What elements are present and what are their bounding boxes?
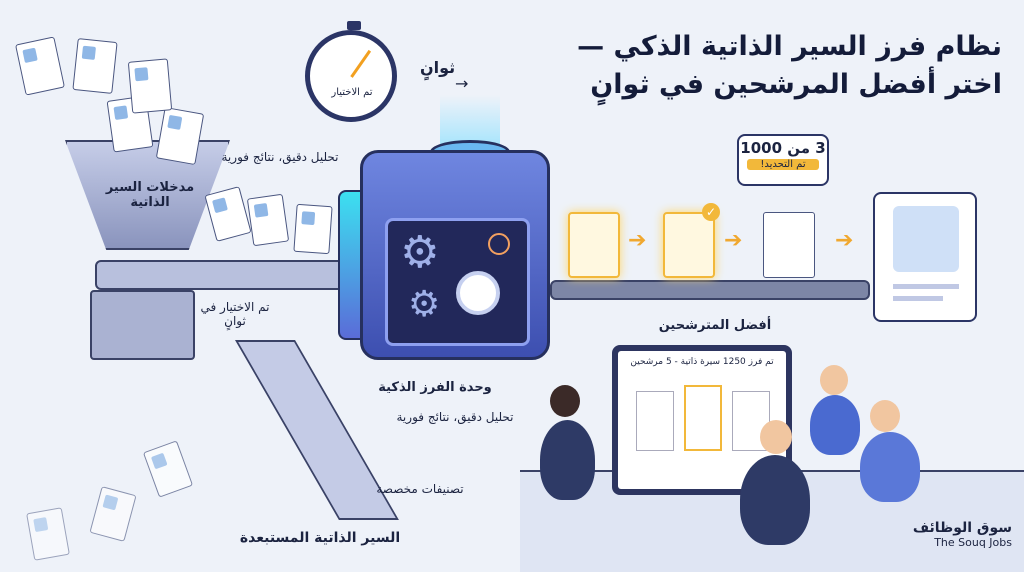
arrow-icon: ➔	[835, 228, 854, 253]
analysis-top-label: تحليل دقيق، نتائج فورية	[221, 150, 339, 164]
person	[740, 455, 810, 545]
person	[810, 395, 860, 455]
base	[90, 290, 195, 360]
gear-icon: ⚙	[400, 227, 440, 278]
person	[760, 420, 792, 454]
seconds-label: ثوانٍ	[420, 58, 456, 77]
candidate-card	[663, 212, 715, 278]
check-icon: ✓	[702, 203, 720, 221]
output-conveyor	[550, 280, 870, 300]
magnifier-icon	[456, 271, 500, 315]
callout-count: 3 من 1000	[740, 139, 826, 157]
avatar	[893, 206, 959, 272]
stopwatch-label: تم الاختيار	[331, 87, 373, 98]
brand-arabic: سوق الوظائف	[912, 520, 1012, 536]
person	[870, 400, 900, 432]
brand-logo: سوق الوظائف The Souq Jobs	[913, 520, 1012, 549]
selection-callout: 3 من 1000 تم التحديد!	[737, 134, 829, 186]
person	[860, 432, 920, 502]
title-line-1: نظام فرز السير الذاتية الذكي —	[577, 31, 1002, 62]
person	[820, 365, 848, 395]
title-line-2: اختر أفضل المرشحين في ثوانٍ	[590, 69, 1002, 100]
best-candidates-label: أفضل المترشحين	[658, 318, 772, 333]
unit-label: وحدة الفرز الذكية	[378, 380, 492, 395]
cv-document	[204, 186, 252, 242]
selected-candidate-profile	[873, 192, 977, 322]
cv-document	[127, 58, 173, 114]
rejected-cv	[89, 486, 137, 542]
person	[540, 420, 595, 500]
gear-icon: ⚙	[408, 284, 441, 325]
candidate-card	[568, 212, 620, 278]
stopwatch-icon: تم الاختيار	[305, 21, 397, 122]
monitor-text: تم فرز 1250 سيرة ذاتية - 5 مرشحين	[630, 357, 774, 367]
selected-in-seconds-label: تم الاختيار في ثوانٍ	[200, 300, 270, 328]
arrow-icon: ➔	[628, 228, 647, 253]
cv-document	[72, 38, 118, 94]
machine-screen: ⚙ ⚙	[385, 218, 530, 346]
candidate-card	[763, 212, 815, 278]
analysis-bottom-label: تحليل دقيق، نتائج فورية	[396, 410, 514, 424]
page-title: نظام فرز السير الذاتية الذكي — اختر أفضل…	[577, 28, 1002, 104]
cv-document	[246, 193, 290, 247]
rejected-cv	[142, 440, 194, 498]
brand-english: The Souq Jobs	[934, 536, 1012, 549]
cv-document	[15, 36, 65, 96]
callout-status: تم التحديد!	[747, 159, 819, 170]
input-conveyor	[95, 260, 365, 290]
rejected-cv	[26, 507, 70, 561]
person	[550, 385, 580, 417]
arrow-icon: ➔	[724, 228, 743, 253]
rejected-label: السير الذاتية المستبعدة	[239, 530, 401, 546]
cv-document	[293, 203, 333, 255]
user-icon	[488, 233, 510, 255]
input-label: مدخلات السير الذاتية	[105, 180, 195, 210]
arrow-right-icon: →	[455, 74, 469, 93]
categories-label: تصنيفات مخصصة	[376, 482, 464, 496]
